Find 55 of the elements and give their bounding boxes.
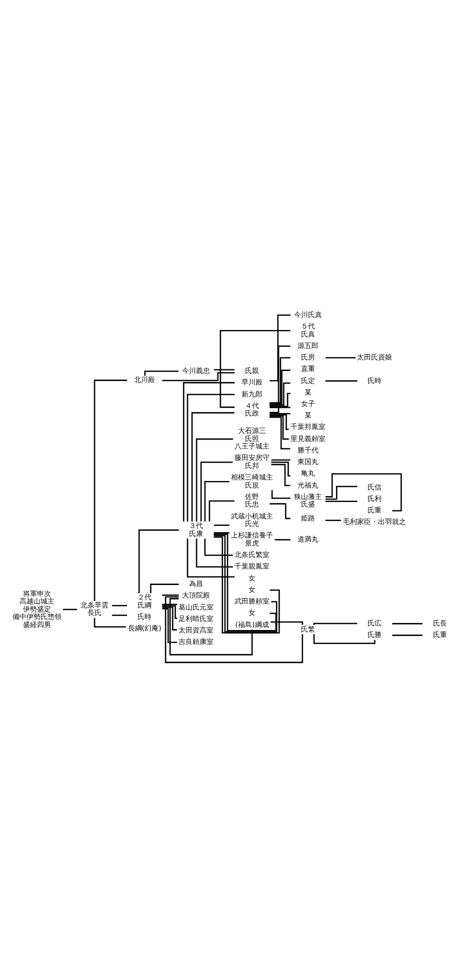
connector [162,603,178,605]
connector [325,519,341,521]
connector [186,538,235,578]
connector [270,502,290,519]
connector [270,392,290,406]
connector [270,416,290,449]
connector [144,370,179,376]
connector [214,524,230,526]
connector [270,344,290,413]
connector [214,532,230,533]
connector [196,538,233,568]
connector [271,490,290,498]
connector [112,614,128,616]
connector [191,412,234,522]
connector [274,538,290,540]
connector [270,382,290,406]
connector [62,608,78,610]
connector [392,622,422,624]
connector [162,604,178,618]
connector [271,461,290,476]
connector [270,356,290,403]
connector [220,329,290,408]
connector [270,620,304,624]
connector [150,583,179,593]
connector [392,634,422,636]
connector [325,485,358,500]
connector [162,606,177,630]
connector [138,528,179,593]
connector [162,594,179,596]
connector [204,538,233,556]
connector [270,369,290,404]
connector [94,379,128,601]
connector [271,463,290,486]
connector [271,458,290,460]
connector [169,598,253,655]
connector [94,618,126,628]
connector [164,596,304,663]
connector [196,438,233,522]
connector [200,461,233,521]
connector [208,500,234,522]
connector [313,634,376,644]
connector [162,608,178,643]
connector [270,412,290,414]
connector [270,314,290,381]
connector [214,368,235,370]
connector [325,380,358,382]
connector [112,604,128,606]
connector [325,356,356,358]
connector [162,372,235,381]
connector [270,414,289,430]
connector [313,622,358,624]
connector [325,500,358,502]
connector [204,480,230,522]
connector [270,414,289,440]
connector [270,406,290,408]
